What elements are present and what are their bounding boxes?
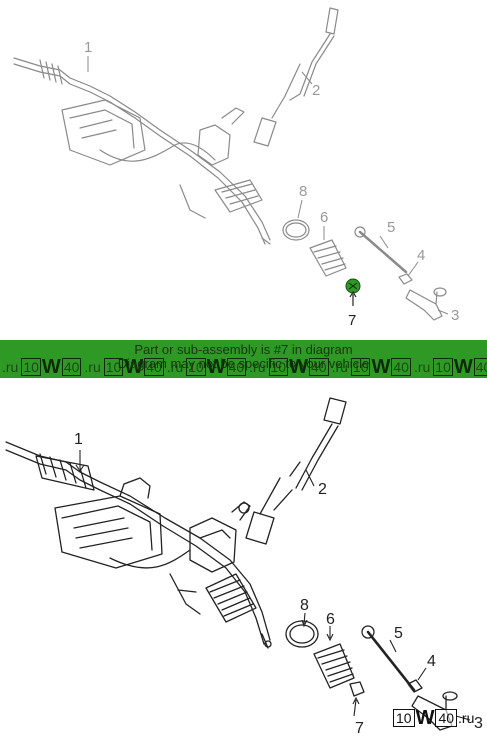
boot	[313, 643, 355, 689]
watermark-text: .ru	[413, 359, 431, 375]
watermark-text: 40	[391, 358, 411, 376]
watermark-logo-number-2: 40	[435, 709, 458, 727]
top-callout-5: 5	[387, 219, 395, 236]
watermark-text: .ru	[331, 359, 348, 375]
callout-6: 6	[326, 611, 335, 628]
watermark-text: W	[206, 356, 226, 378]
shaft-top-joint	[323, 397, 347, 425]
top-callout-7: 7	[348, 312, 356, 329]
watermark-text: 10	[21, 358, 41, 376]
top-callout-1: 1	[84, 39, 92, 56]
watermark-text: 40	[226, 358, 247, 376]
top-boot	[309, 239, 347, 277]
top-callout-6: 6	[320, 209, 328, 226]
pinion-housing	[189, 517, 237, 573]
callout-8: 8	[300, 597, 309, 614]
watermark-text: .ru	[84, 359, 101, 375]
banner-line-1: Part or sub-assembly is #7 in diagram	[134, 342, 353, 357]
right-boot	[205, 573, 257, 623]
watermark-logo-number: 10	[393, 709, 415, 727]
callout-2: 2	[318, 481, 327, 498]
watermark-text: 10	[433, 358, 453, 376]
callout-1: 1	[74, 431, 83, 448]
watermark-text: W	[124, 356, 144, 378]
callout-5: 5	[394, 625, 403, 642]
watermark-text: 40	[61, 358, 82, 376]
callout-4: 4	[427, 653, 436, 670]
watermark-logo: 10 W 40 .ru	[392, 707, 474, 729]
shaft-bottom-joint	[253, 117, 277, 147]
watermark-text: .ru	[166, 359, 184, 375]
bottom-diagram: 1 2 3 4 5 6 7 8	[0, 378, 487, 736]
top-callout-2: 2	[312, 82, 320, 99]
callout-3: 3	[474, 715, 483, 732]
watermark-text: 10	[103, 358, 124, 376]
motor-housing	[61, 99, 146, 166]
shaft-bottom-joint	[245, 511, 275, 545]
callout-7: 7	[355, 720, 364, 736]
part-7	[349, 681, 365, 697]
top-diagram: 1 2 3 4 5 6 7 8	[0, 0, 487, 340]
top-callout-4: 4	[417, 247, 425, 264]
part-7-highlight	[345, 278, 361, 294]
watermark-logo-w: W	[415, 706, 435, 729]
top-callout-8: 8	[299, 183, 307, 200]
watermark-text: 40	[473, 358, 487, 376]
top-callout-3: 3	[451, 307, 459, 324]
inner-tie-rod	[366, 630, 416, 692]
watermark-text: W	[453, 356, 473, 378]
watermark-text: W	[289, 356, 308, 378]
watermark-text: 10	[268, 358, 289, 376]
watermark-text: .ru	[249, 359, 266, 375]
bottom-diagram-drawing: 1 2 3 4 5 6 7 8	[5, 397, 483, 736]
seal-ring	[282, 219, 310, 241]
top-diagram-drawing: 1 2 3 4 5 6 7 8	[13, 7, 459, 329]
shaft-top-joint	[325, 7, 339, 35]
nut	[407, 679, 423, 693]
watermark-text: 40	[308, 358, 329, 376]
watermark-logo-ru: .ru	[458, 710, 475, 726]
watermark-text: W	[371, 356, 391, 378]
watermark-text: W	[41, 356, 61, 378]
watermark-text: 10	[350, 358, 371, 376]
watermark-text: 10	[186, 358, 206, 376]
rack-tube	[13, 57, 271, 241]
inner-tie-rod	[358, 230, 408, 274]
banner-text: Part or sub-assembly is #7 in diagram Di…	[0, 343, 487, 371]
left-boot	[39, 453, 87, 489]
watermark-text: .ru	[2, 359, 19, 375]
watermark-text: 40	[144, 358, 164, 376]
banner-line-2: Diagram may not be specific to your vehi…	[117, 356, 370, 371]
